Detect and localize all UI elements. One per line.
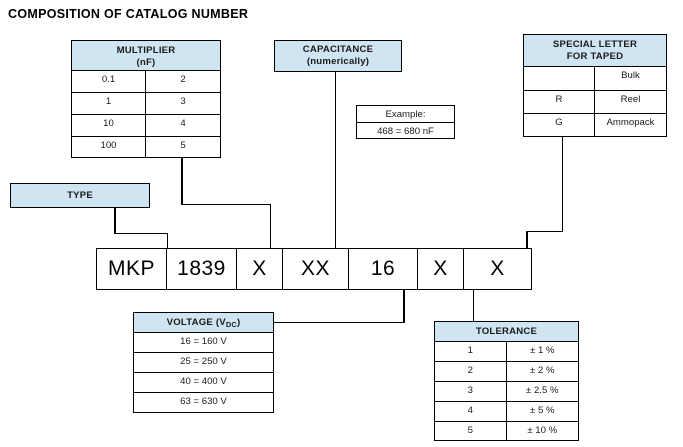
connector-special-letter-vertical-lower xyxy=(526,230,528,249)
multiplier-value: 1 xyxy=(72,93,146,114)
special-letter-header-line2: FOR TAPED xyxy=(566,50,624,62)
multiplier-code: 3 xyxy=(180,96,186,107)
voltage-table: VOLTAGE (VDC) 16 = 160 V 25 = 250 V 40 =… xyxy=(133,312,274,413)
tolerance-value: ± 5 % xyxy=(530,405,555,416)
capacitance-header-line2: (numerically) xyxy=(306,56,370,67)
table-row: 4 ± 5 % xyxy=(435,402,578,422)
connector-multiplier-vertical-lower xyxy=(269,203,272,249)
connector-special-letter-vertical-upper xyxy=(561,137,564,232)
catalog-number-strip: MKP 1839 X XX 16 X X xyxy=(96,248,532,290)
connector-capacitance-vertical xyxy=(334,72,337,248)
tolerance-code: 2 xyxy=(435,362,507,381)
special-letter-packaging: Reel xyxy=(620,94,641,105)
table-row: 2 ± 2 % xyxy=(435,362,578,382)
table-row: 5 ± 10 % xyxy=(435,422,578,440)
connector-type-vertical-lower xyxy=(166,232,169,249)
catalog-segment-multiplier: X xyxy=(237,249,283,289)
special-letter-packaging: Ammopack xyxy=(606,117,655,128)
special-letter-header-line1: SPECIAL LETTER xyxy=(552,39,638,50)
tolerance-value: ± 10 % xyxy=(527,425,558,436)
table-row: R Reel xyxy=(524,91,666,114)
table-row: 1 ± 1 % xyxy=(435,342,578,362)
tolerance-code: 4 xyxy=(435,402,507,421)
table-row: 10 4 xyxy=(72,115,220,137)
table-row: 16 = 160 V xyxy=(134,333,273,353)
connector-special-letter-horizontal xyxy=(526,230,563,233)
special-letter-code: G xyxy=(524,114,595,136)
table-row: Bulk xyxy=(524,67,666,91)
table-row: 63 = 630 V xyxy=(134,393,273,412)
voltage-header-suffix: ) xyxy=(236,317,241,328)
catalog-segment-tolerance: X xyxy=(418,249,464,289)
multiplier-table: MULTIPLIER (nF) 0.1 2 1 3 10 4 100 5 xyxy=(71,40,221,158)
connector-tolerance-vertical xyxy=(472,290,475,321)
tolerance-header: TOLERANCE xyxy=(435,322,578,342)
voltage-value: 16 = 160 V xyxy=(180,336,227,347)
table-row: 0.1 2 xyxy=(72,71,220,93)
voltage-header-prefix: VOLTAGE (V xyxy=(166,317,226,328)
special-letter-code: R xyxy=(524,91,595,113)
voltage-header-subscript: DC xyxy=(225,320,237,329)
table-row: G Ammopack xyxy=(524,114,666,136)
connector-type-horizontal xyxy=(114,232,168,235)
table-row: 100 5 xyxy=(72,137,220,158)
multiplier-code: 5 xyxy=(180,140,186,151)
type-box: TYPE xyxy=(10,183,150,208)
capacitance-header-line1: CAPACITANCE xyxy=(302,44,374,56)
tolerance-value: ± 2.5 % xyxy=(526,385,559,396)
special-letter-packaging: Bulk xyxy=(621,70,640,81)
example-box: Example: 468 = 680 nF xyxy=(356,105,455,139)
voltage-value: 63 = 630 V xyxy=(180,396,227,407)
multiplier-header: MULTIPLIER (nF) xyxy=(72,41,220,71)
table-row: 1 3 xyxy=(72,93,220,115)
catalog-segment-series: 1839 xyxy=(167,249,237,289)
voltage-header: VOLTAGE (VDC) xyxy=(134,313,273,333)
multiplier-code: 4 xyxy=(180,118,186,129)
catalog-segment-type: MKP xyxy=(97,249,167,289)
connector-type-vertical-upper xyxy=(114,208,116,234)
table-row: 40 = 400 V xyxy=(134,373,273,393)
multiplier-header-line1: MULTIPLIER xyxy=(116,45,176,56)
special-letter-header: SPECIAL LETTER FOR TAPED xyxy=(524,35,666,67)
capacitance-box: CAPACITANCE (numerically) xyxy=(274,40,402,72)
special-letter-table: SPECIAL LETTER FOR TAPED Bulk R Reel G A… xyxy=(523,34,667,137)
tolerance-code: 1 xyxy=(435,342,507,361)
tolerance-code: 3 xyxy=(435,382,507,401)
tolerance-table: TOLERANCE 1 ± 1 % 2 ± 2 % 3 ± 2.5 % 4 ± … xyxy=(434,321,579,441)
special-letter-code xyxy=(524,67,595,90)
voltage-value: 25 = 250 V xyxy=(180,356,227,367)
type-label: TYPE xyxy=(67,189,93,201)
example-label: Example: xyxy=(357,106,454,123)
tolerance-value: ± 2 % xyxy=(530,365,555,376)
example-value: 468 = 680 nF xyxy=(377,126,434,137)
tolerance-value: ± 1 % xyxy=(530,345,555,356)
catalog-segment-capacitance: XX xyxy=(283,249,349,289)
connector-multiplier-horizontal xyxy=(181,203,271,206)
multiplier-value: 10 xyxy=(72,115,146,136)
connector-multiplier-vertical-upper xyxy=(181,158,183,205)
catalog-segment-voltage: 16 xyxy=(349,249,418,289)
multiplier-header-line2: (nF) xyxy=(136,56,156,68)
connector-voltage-vertical xyxy=(403,290,405,323)
catalog-segment-special-letter: X xyxy=(490,257,505,280)
tolerance-code: 5 xyxy=(435,422,507,440)
connector-voltage-horizontal xyxy=(274,321,404,324)
table-row: 25 = 250 V xyxy=(134,353,273,373)
multiplier-code: 2 xyxy=(180,74,186,85)
page-title: COMPOSITION OF CATALOG NUMBER xyxy=(8,7,249,21)
multiplier-value: 100 xyxy=(72,137,146,158)
voltage-value: 40 = 400 V xyxy=(180,376,227,387)
table-row: 3 ± 2.5 % xyxy=(435,382,578,402)
multiplier-value: 0.1 xyxy=(72,71,146,92)
